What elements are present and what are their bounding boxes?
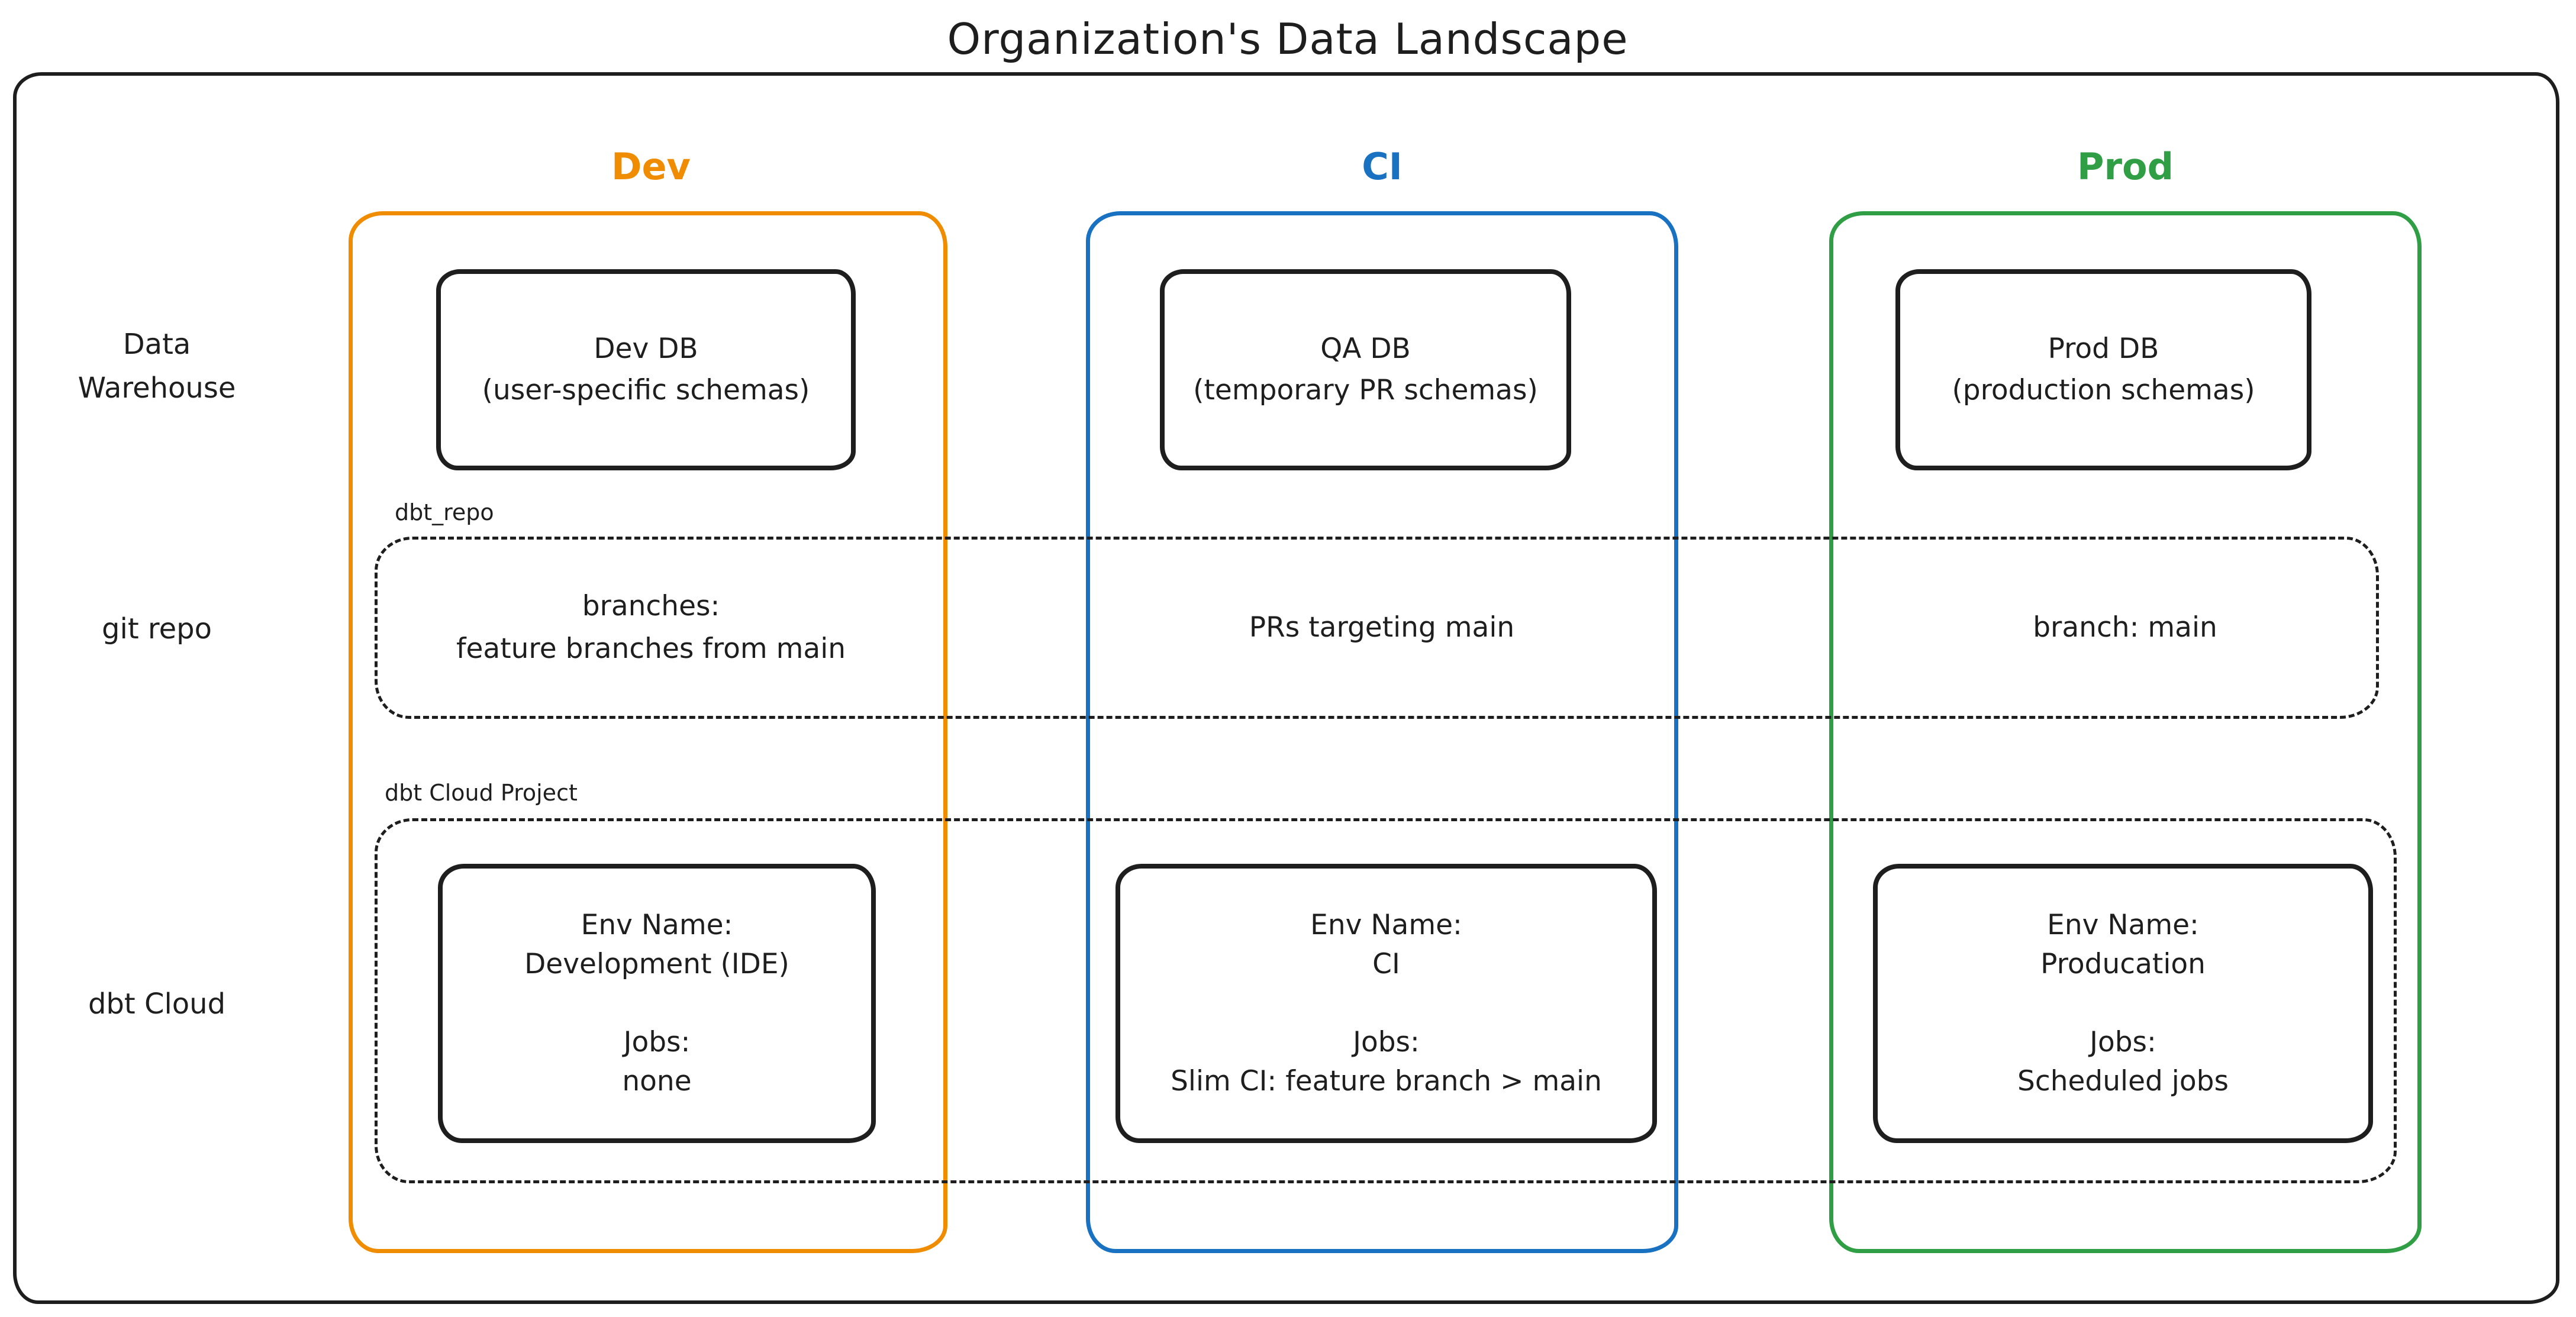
prod-env-name: Producation	[2040, 948, 2206, 980]
prod-jobs-value: Scheduled jobs	[2017, 1065, 2229, 1098]
prod-db-box: Prod DB (production schemas)	[1895, 269, 2311, 470]
ci-environment-box: Env Name: CI Jobs: Slim CI: feature bran…	[1115, 864, 1657, 1143]
dev-environment-box: Env Name: Development (IDE) Jobs: none	[438, 864, 876, 1143]
prod-db-subtitle: (production schemas)	[1952, 374, 2255, 406]
qa-db-subtitle: (temporary PR schemas)	[1193, 374, 1538, 406]
row-label-dbt-cloud: dbt Cloud	[88, 987, 226, 1021]
dbt-cloud-project-label: dbt Cloud Project	[385, 780, 578, 806]
row-label-data-warehouse: Data Warehouse	[78, 328, 236, 405]
prod-jobs-label: Jobs:	[2090, 1026, 2156, 1058]
dev-db-subtitle: (user-specific schemas)	[482, 374, 810, 406]
page-title: Organization's Data Landscape	[947, 14, 1629, 64]
ci-jobs-value: Slim CI: feature branch > main	[1171, 1065, 1602, 1098]
dev-column-box	[349, 211, 947, 1253]
dev-env-name: Development (IDE)	[524, 948, 789, 980]
dbt-cloud-dashed-box	[375, 818, 2397, 1183]
git-prod-branch-text: branch: main	[2033, 611, 2217, 644]
ci-env-name: CI	[1372, 948, 1400, 980]
prod-db-title: Prod DB	[2048, 333, 2159, 365]
qa-db-box: QA DB (temporary PR schemas)	[1160, 269, 1571, 470]
dbt-repo-label: dbt_repo	[395, 499, 494, 525]
ci-column-box	[1086, 211, 1678, 1253]
column-header-dev: Dev	[611, 145, 691, 188]
dev-env-label: Env Name:	[581, 909, 733, 941]
column-header-prod: Prod	[2077, 145, 2174, 188]
dev-jobs-label: Jobs:	[623, 1026, 691, 1058]
ci-jobs-label: Jobs:	[1353, 1026, 1420, 1058]
prod-column-box	[1829, 211, 2422, 1253]
dev-jobs-value: none	[622, 1065, 692, 1098]
git-ci-prs-text: PRs targeting main	[1249, 611, 1515, 644]
git-dev-branches-text: branches: feature branches from main	[456, 590, 846, 665]
ci-env-label: Env Name:	[1310, 909, 1462, 941]
prod-env-label: Env Name:	[2047, 909, 2199, 941]
dbt-repo-dashed-box	[375, 537, 2379, 719]
dev-db-title: Dev DB	[594, 333, 698, 365]
dev-db-box: Dev DB (user-specific schemas)	[436, 269, 856, 470]
prod-environment-box: Env Name: Producation Jobs: Scheduled jo…	[1873, 864, 2373, 1143]
qa-db-title: QA DB	[1320, 333, 1411, 365]
outer-container-box	[13, 72, 2559, 1304]
column-header-ci: CI	[1362, 145, 1403, 188]
row-label-git-repo: git repo	[102, 612, 212, 645]
